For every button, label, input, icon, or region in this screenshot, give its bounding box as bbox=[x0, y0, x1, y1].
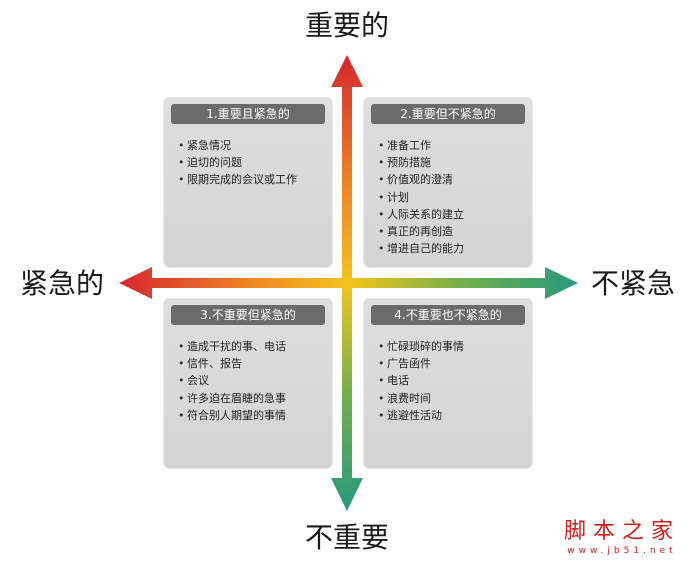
quadrant-not-important-not-urgent: 4.不重要也不紧急的 忙碌琐碎的事情 广告函件 电话 浪费时间 逃避性活动 bbox=[363, 298, 533, 469]
list-item: 浪费时间 bbox=[378, 390, 533, 407]
list-item: 增进自己的能力 bbox=[378, 240, 533, 257]
watermark-site-url: www.jb51.net bbox=[567, 546, 677, 556]
site-watermark: 脚本之家 www.jb51.net bbox=[562, 518, 682, 557]
axis-label-urgent: 紧急的 bbox=[20, 267, 105, 300]
list-item: 符合别人期望的事情 bbox=[178, 407, 333, 424]
axis-label-important: 重要的 bbox=[304, 9, 389, 42]
list-item: 准备工作 bbox=[378, 137, 533, 154]
quadrant-important-not-urgent: 2.重要但不紧急的 准备工作 预防措施 价值观的澄清 计划 人际关系的建立 真正… bbox=[363, 97, 533, 268]
list-item: 信件、报告 bbox=[178, 355, 333, 372]
list-item: 紧急情况 bbox=[178, 137, 333, 154]
quadrant-title: 2.重要但不紧急的 bbox=[371, 104, 525, 124]
quadrant-not-important-urgent: 3.不重要但紧急的 造成干扰的事、电话 信件、报告 会议 许多迫在眉睫的急事 符… bbox=[163, 298, 333, 469]
list-item: 真正的再创造 bbox=[378, 223, 533, 240]
axis-label-not-important: 不重要 bbox=[304, 521, 389, 554]
watermark-site-name: 脚本之家 bbox=[563, 519, 680, 544]
list-item: 预防措施 bbox=[378, 154, 533, 171]
list-item: 迫切的问题 bbox=[178, 154, 333, 171]
axis-label-not-urgent: 不紧急 bbox=[591, 267, 676, 300]
quadrant-title: 4.不重要也不紧急的 bbox=[371, 305, 525, 325]
list-item: 广告函件 bbox=[378, 355, 533, 372]
quadrant-title: 1.重要且紧急的 bbox=[171, 104, 325, 124]
list-item: 造成干扰的事、电话 bbox=[178, 338, 333, 355]
list-item: 忙碌琐碎的事情 bbox=[378, 338, 533, 355]
list-item: 会议 bbox=[178, 372, 333, 389]
quadrant-item-list: 造成干扰的事、电话 信件、报告 会议 许多迫在眉睫的急事 符合别人期望的事情 bbox=[163, 338, 333, 424]
list-item: 计划 bbox=[378, 189, 533, 206]
list-item: 限期完成的会议或工作 bbox=[178, 171, 333, 188]
quadrant-item-list: 准备工作 预防措施 价值观的澄清 计划 人际关系的建立 真正的再创造 增进自己的… bbox=[363, 137, 533, 258]
list-item: 人际关系的建立 bbox=[378, 206, 533, 223]
quadrant-title: 3.不重要但紧急的 bbox=[171, 305, 325, 325]
vertical-importance-arrow bbox=[331, 55, 363, 511]
quadrant-item-list: 紧急情况 迫切的问题 限期完成的会议或工作 bbox=[163, 137, 333, 189]
list-item: 价值观的澄清 bbox=[378, 171, 533, 188]
list-item: 许多迫在眉睫的急事 bbox=[178, 390, 333, 407]
quadrant-important-urgent: 1.重要且紧急的 紧急情况 迫切的问题 限期完成的会议或工作 bbox=[163, 97, 333, 268]
list-item: 电话 bbox=[378, 372, 533, 389]
quadrant-item-list: 忙碌琐碎的事情 广告函件 电话 浪费时间 逃避性活动 bbox=[363, 338, 533, 424]
list-item: 逃避性活动 bbox=[378, 407, 533, 424]
